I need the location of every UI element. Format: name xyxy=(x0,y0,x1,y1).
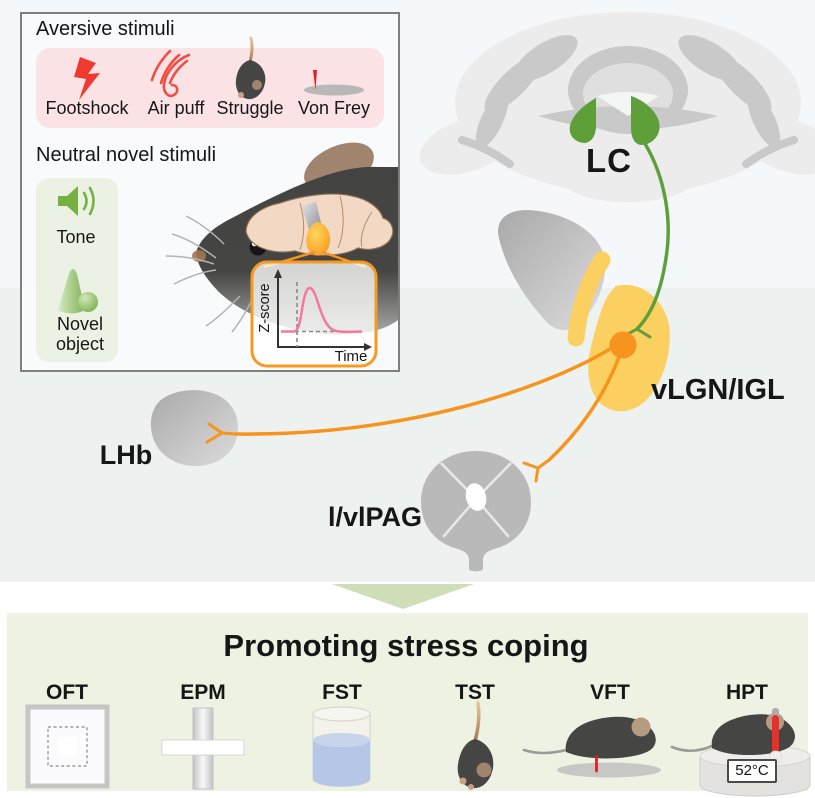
down-arrow-icon xyxy=(332,584,474,609)
test-label-oft: OFT xyxy=(46,681,88,704)
von-frey-label: Von Frey xyxy=(297,98,371,118)
test-label-hpt: HPT xyxy=(726,681,768,704)
test-label-fst: FST xyxy=(322,681,362,704)
novel-object-label: Novel object xyxy=(55,314,105,354)
tone-label: Tone xyxy=(56,227,96,247)
footshock-label: Footshock xyxy=(45,98,129,118)
struggle-label: Struggle xyxy=(216,98,284,118)
plot-ylabel: Z-score xyxy=(257,283,274,333)
neutral-title: Neutral novel stimuli xyxy=(36,144,217,166)
lc-label: LC xyxy=(586,142,632,179)
aversive-title: Aversive stimuli xyxy=(36,18,175,40)
test-label-tst: TST xyxy=(455,681,495,704)
plot-xlabel: Time xyxy=(334,348,368,365)
test-label-epm: EPM xyxy=(180,681,226,704)
lhb-label: LHb xyxy=(99,440,153,470)
vlgn-igl-label: vLGN/IGL xyxy=(651,374,785,406)
air-puff-label: Air puff xyxy=(147,98,205,118)
outcome-panel xyxy=(7,613,808,791)
pag-label: l/vlPAG xyxy=(327,502,423,532)
test-label-vft: VFT xyxy=(590,681,630,704)
outcome-title: Promoting stress coping xyxy=(223,628,589,663)
hot-plate-temperature-badge: 52°C xyxy=(727,759,777,783)
